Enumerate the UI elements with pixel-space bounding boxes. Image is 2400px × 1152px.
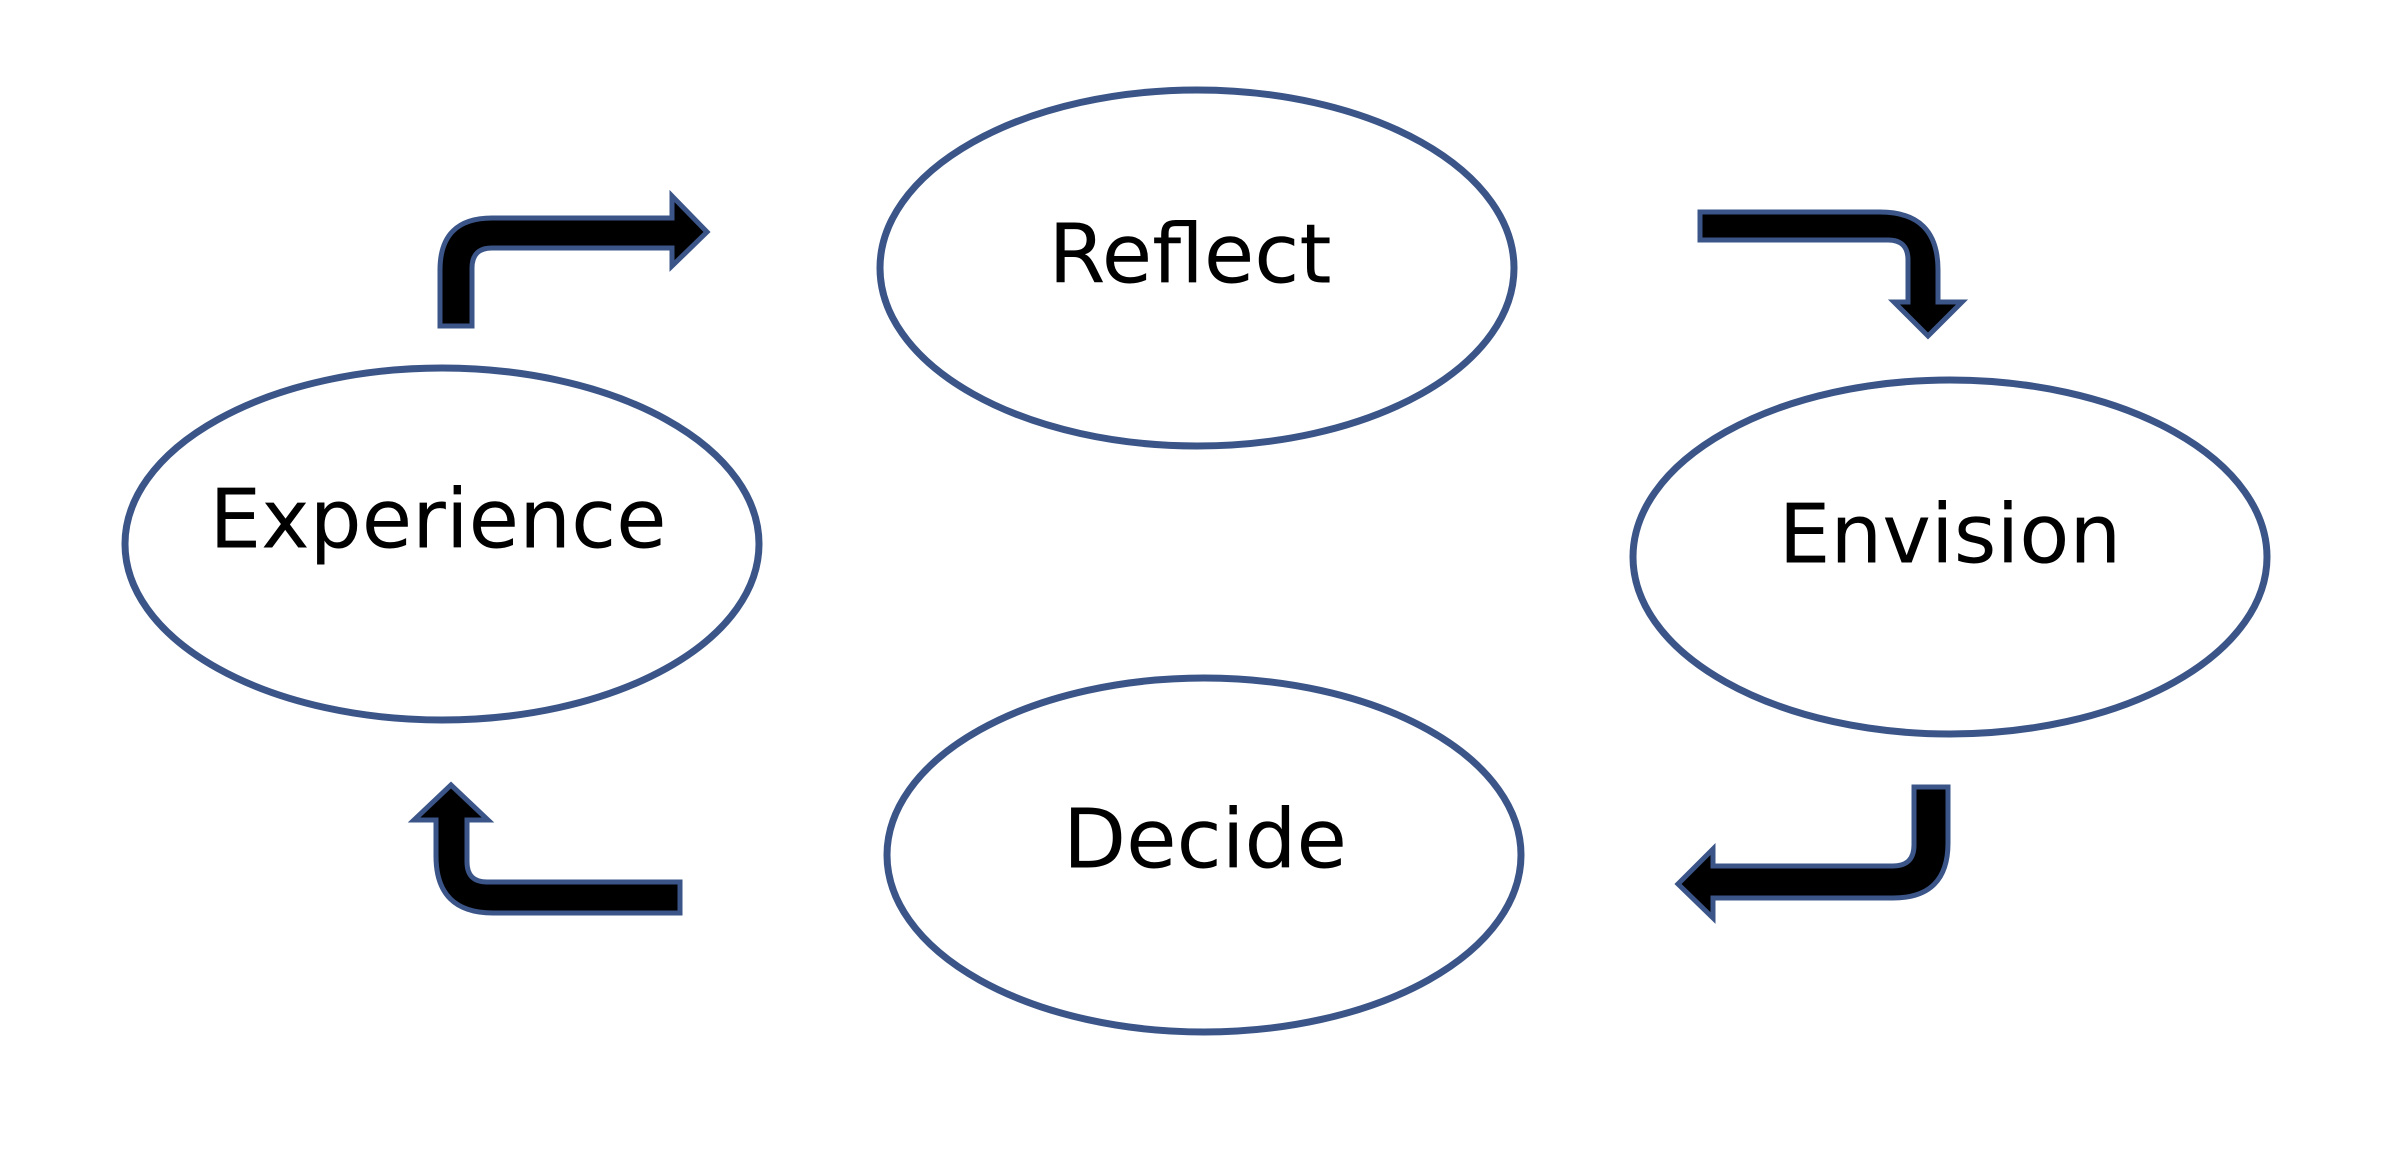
node-reflect-ellipse [876,86,1518,450]
node-envision: Envision [1629,376,2271,738]
node-reflect: Reflect [876,86,1518,450]
node-experience: Experience [121,364,763,724]
bent-arrow-icon-experience-to-reflect [437,189,711,329]
node-decide-label: Decide [1063,792,1347,887]
node-reflect-label: Reflect [1048,207,1331,302]
bent-arrow-icon-reflect-to-envision [1697,209,1969,340]
node-envision-ellipse [1629,376,2271,738]
bent-arrow-icon-envision-to-decide [1674,784,1951,924]
node-experience-label: Experience [209,472,666,567]
node-decide-ellipse [883,674,1525,1036]
node-decide: Decide [883,674,1525,1036]
node-envision-label: Envision [1779,487,2122,582]
node-experience-ellipse [121,364,763,724]
bent-arrow-icon-decide-to-experience [407,781,683,916]
